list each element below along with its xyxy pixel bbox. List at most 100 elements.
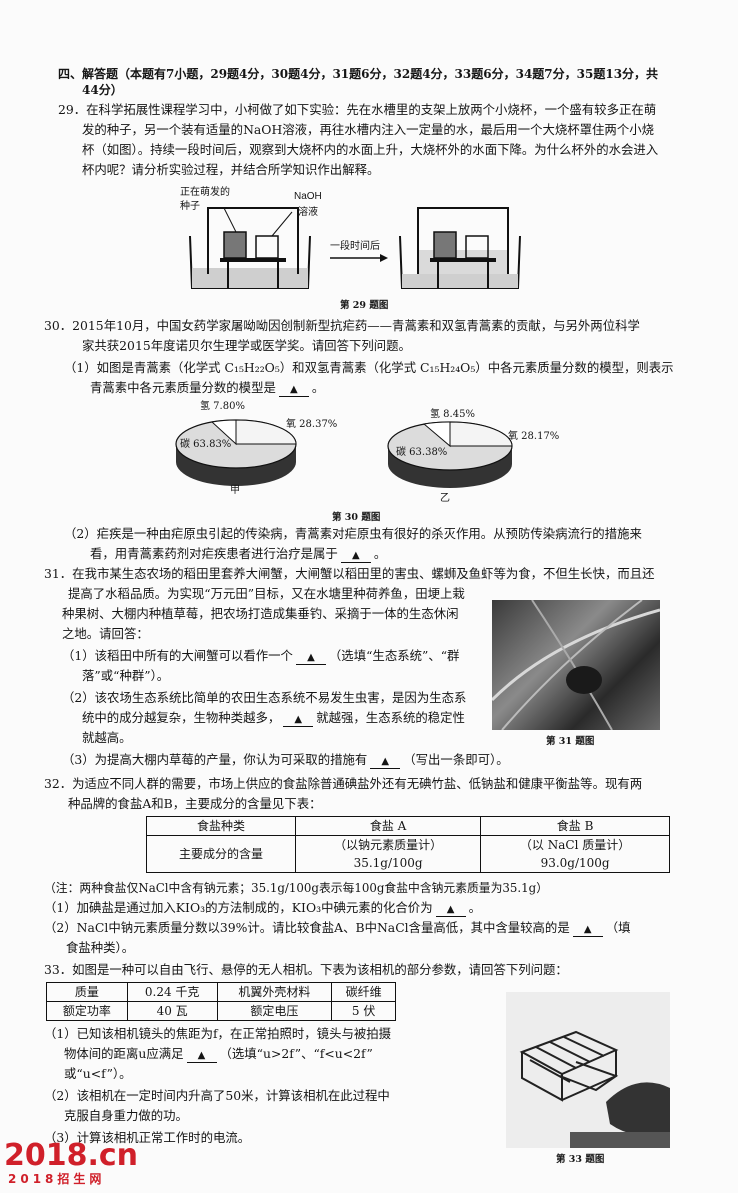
q30-p1-end: 。 <box>311 380 325 395</box>
q33-p1-line-2: 物体间的距离u应满足 （选填“u>2f”、“f<u<2f” <box>64 1044 373 1064</box>
q30-p1-text: 青蒿素中各元素质量分数的模型是 <box>90 380 276 395</box>
salt-b-basis: （以 NaCl 质量计） <box>519 838 631 852</box>
seed-label: 正在萌发的 <box>180 187 230 198</box>
q32-line-2: 种品牌的食盐A和B，主要成分的含量见下表： <box>68 796 322 811</box>
q31-p1-text: （1）该稻田中所有的大闸蟹可以看作一个 <box>62 648 293 663</box>
pie-a-o-label: 氧 28.37% <box>286 419 338 430</box>
q31-p2-line-1: （2）该农场生态系统比简单的农田生态系统不易发生虫害，是因为生态系 <box>62 690 467 705</box>
salt-b-value: 93.0g/100g <box>540 856 610 870</box>
answer-blank <box>370 755 401 769</box>
pie-a-c-label: 碳 63.83% <box>180 439 232 450</box>
q30-p1-line-1: （1）如图是青蒿素（化学式 C₁₅H₂₂O₅）和双氢青蒿素（化学式 C₁₅H₂₄… <box>64 360 674 375</box>
salt-a-basis: （以钠元素质量计） <box>334 838 443 852</box>
q32-p2-text: （2）NaCl中钠元素质量分数以39%计。请比较食盐A、B中NaCl含量高低，其… <box>44 920 570 935</box>
answer-blank <box>435 903 466 917</box>
q32-p1-text: （1）加碘盐是通过加入KIO₃的方法制成的，KIO₃中碘元素的化合价为 <box>44 900 433 915</box>
salt-table-header-b: 食盐 B <box>480 816 670 836</box>
q31-p1-end: （选填“生态系统”、“群 <box>328 648 460 663</box>
q29-line-3: 杯（如图）。持续一段时间后，观察到大烧杯内的水面上升，大烧杯外的水面下降。为什么… <box>82 142 659 157</box>
camera-table-voltage-value: 5 伏 <box>331 1001 396 1021</box>
q31-line-3: 种果树、大棚内种植草莓，把农场打造成集垂钓、采摘于一体的生态休闲 <box>62 606 459 621</box>
pie-b-h-label: 氢 8.45% <box>430 409 475 420</box>
q30-line-2: 家共获2015年度诺贝尔生理学或医学奖。请回答下列问题。 <box>82 338 411 353</box>
camera-table-voltage-label: 额定电压 <box>216 1001 333 1021</box>
q33-caption: 第 33 题图 <box>556 1154 605 1165</box>
answer-blank <box>340 549 371 563</box>
q31-caption: 第 31 题图 <box>546 736 595 747</box>
q33-p1-end: （选填“u>2f”、“f<u<2f” <box>219 1046 373 1061</box>
answer-blank <box>295 651 326 665</box>
salt-table-row-label: 主要成分的含量 <box>146 835 296 873</box>
q33-p1-line-3: 或“u<f”）。 <box>64 1066 132 1081</box>
q30-p2-line-1: （2）疟疾是一种由疟原虫引起的传染病，青蒿素对疟原虫有很好的杀灭作用。从预防传染… <box>64 526 642 541</box>
q30-line-1: 30．2015年10月，中国女药学家屠呦呦因创制新型抗疟药——青蒿素和双氢青蒿素… <box>44 318 640 333</box>
q31-p1-line-2: 落”或“种群”）。 <box>82 668 170 683</box>
q31-line-4: 之地。请回答： <box>62 626 149 641</box>
pie-a-h-label: 氢 7.80% <box>200 401 245 412</box>
q33-p2-line-1: （2）该相机在一定时间内升高了50米，计算该相机在此过程中 <box>44 1088 390 1103</box>
pie-a-name: 甲 <box>230 485 240 496</box>
q31-p2-line-2: 统中的成分越复杂，生物种类越多， 就越强，生态系统的稳定性 <box>82 708 465 728</box>
q31-p1-line-1: （1）该稻田中所有的大闸蟹可以看作一个 （选填“生态系统”、“群 <box>62 646 459 666</box>
salt-table-header-a: 食盐 A <box>294 816 482 836</box>
answer-blank <box>278 383 309 397</box>
q30-p1-line-2: 青蒿素中各元素质量分数的模型是 。 <box>90 378 324 398</box>
q30-pie-charts <box>175 419 513 488</box>
q33-line-1: 33．如图是一种可以自由飞行、悬停的无人相机。下表为该相机的部分参数，请回答下列… <box>44 962 568 977</box>
q33-p1-text: 物体间的距离u应满足 <box>64 1046 184 1061</box>
q31-p3: （3）为提高大棚内草莓的产量，你认为可采取的措施有 （写出一条即可）。 <box>62 750 509 770</box>
q31-p2-end: 就越强，生态系统的稳定性 <box>316 710 465 725</box>
q32-p2-end: （填 <box>605 920 631 935</box>
pie-b-c-label: 碳 63.38% <box>396 447 448 458</box>
q31-p2-text: 统中的成分越复杂，生物种类越多， <box>82 710 281 725</box>
salt-table-b-cell: （以 NaCl 质量计） 93.0g/100g <box>480 835 670 873</box>
section-header-cont: 44分） <box>82 83 123 97</box>
q31-line-1: 31．在我市某生态农场的稻田里套养大闸蟹，大闸蟹以稻田里的害虫、螺蛳及鱼虾等为食… <box>44 566 655 581</box>
pie-b-name: 乙 <box>440 493 450 504</box>
arrow-label: 一段时间后 <box>330 241 380 252</box>
q32-p2-line-2: 食盐种类）。 <box>66 940 135 955</box>
answer-blank <box>572 923 603 937</box>
q32-note: （注：两种食盐仅NaCl中含有钠元素；35.1g/100g表示每100g食盐中含… <box>44 881 549 895</box>
q30-p2-line-2: 看，用青蒿素药剂对疟疾患者进行治疗是属于 。 <box>90 544 386 564</box>
q31-p3-end: （写出一条即可）。 <box>403 752 509 767</box>
camera-table: 质量 0.24 千克 机翼外壳材料 碳纤维 额定功率 40 瓦 额定电压 5 伏 <box>46 982 396 1021</box>
salt-a-value: 35.1g/100g <box>353 856 423 870</box>
q29-caption: 第 29 题图 <box>340 300 389 311</box>
q30-p2-text: 看，用青蒿素药剂对疟疾患者进行治疗是属于 <box>90 546 338 561</box>
crab-photo <box>490 599 661 731</box>
q29-line-4: 杯内呢？请分析实验过程，并结合所学知识作出解释。 <box>82 162 380 177</box>
q32-line-1: 32．为适应不同人群的需要，市场上供应的食盐除普通碘盐外还有无碘竹盐、低钠盐和健… <box>44 776 643 791</box>
q31-line-2: 提高了水稻品质。为实现“万元田”目标，又在水塘里种荷养鱼，田埂上栽 <box>68 586 465 601</box>
watermark-logo: 2018.cn <box>4 1138 139 1173</box>
section-header: 四、解答题（本题有7小题，29题4分，30题4分，31题6分，32题4分，33题… <box>58 67 659 81</box>
naoh-label-2: 溶液 <box>298 207 318 218</box>
salt-table-a-cell: （以钠元素质量计） 35.1g/100g <box>294 835 482 873</box>
q33-p1-line-1: （1）已知该相机镜头的焦距为f，在正常拍照时，镜头与被拍摄 <box>44 1026 392 1041</box>
drone-photo <box>506 992 670 1148</box>
camera-table-material-label: 机翼外壳材料 <box>216 982 333 1002</box>
answer-blank <box>283 713 314 727</box>
camera-table-power-value: 40 瓦 <box>126 1001 218 1021</box>
camera-table-mass-label: 质量 <box>46 982 128 1002</box>
q33-p3: （3）计算该相机正常工作时的电流。 <box>44 1130 251 1145</box>
q31-p3-text: （3）为提高大棚内草莓的产量，你认为可采取的措施有 <box>62 752 368 767</box>
naoh-label: NaOH <box>294 191 322 202</box>
answer-blank <box>186 1049 217 1063</box>
watermark-subtitle: 2018招生网 <box>8 1172 106 1186</box>
q33-p2-line-2: 克服自身重力做的功。 <box>64 1108 188 1123</box>
camera-table-mass-value: 0.24 千克 <box>126 982 218 1002</box>
q29-apparatus-figure <box>189 207 521 289</box>
camera-table-material-value: 碳纤维 <box>331 982 396 1002</box>
q32-p2-line-1: （2）NaCl中钠元素质量分数以39%计。请比较食盐A、B中NaCl含量高低，其… <box>44 918 631 938</box>
q31-p2-line-3: 就越高。 <box>82 730 132 745</box>
q30-p2-end: 。 <box>373 546 387 561</box>
q32-p1: （1）加碘盐是通过加入KIO₃的方法制成的，KIO₃中碘元素的化合价为。 <box>44 898 481 918</box>
q30-caption: 第 30 题图 <box>332 512 381 523</box>
seed-label-2: 种子 <box>180 201 200 212</box>
camera-table-power-label: 额定功率 <box>46 1001 128 1021</box>
q29-line-1: 29．在科学拓展性课程学习中，小柯做了如下实验：先在水槽里的支架上放两个小烧杯，… <box>58 102 657 117</box>
pie-b-o-label: 氧 28.17% <box>508 431 560 442</box>
salt-table-header-type: 食盐种类 <box>146 816 296 836</box>
q29-line-2: 发的种子，另一个装有适量的NaOH溶液，再往水槽内注入一定量的水，最后用一个大烧… <box>82 122 654 137</box>
